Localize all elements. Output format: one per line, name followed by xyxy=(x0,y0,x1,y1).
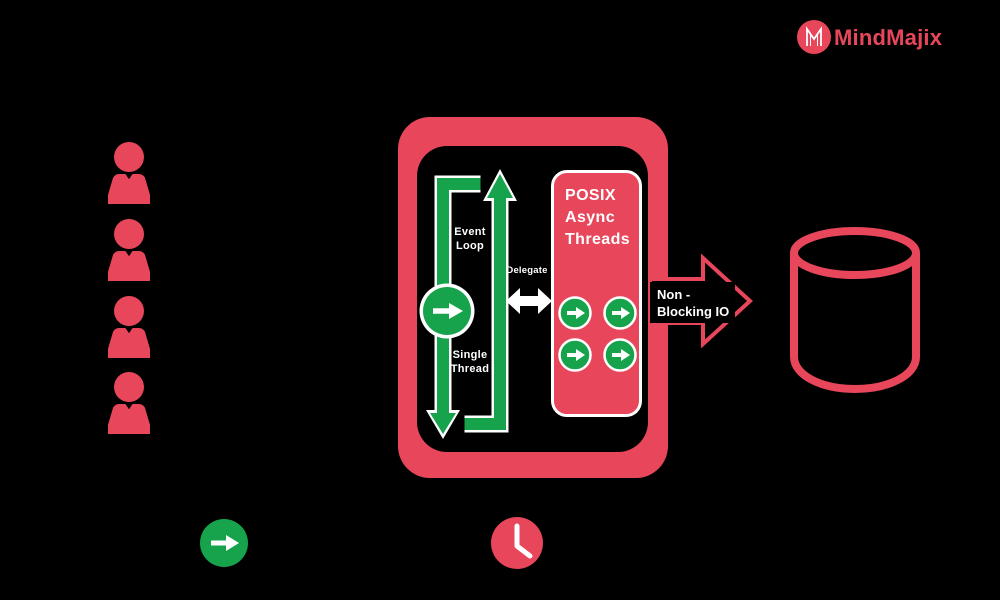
legend-request-icon xyxy=(200,519,248,567)
arrow-right-circle-icon xyxy=(558,296,592,330)
non-blocking-io-label-box: Non - Blocking IO xyxy=(650,282,735,323)
event-loop-arrow-up-icon xyxy=(464,198,506,430)
non-blocking-io-label: Non - Blocking IO xyxy=(657,286,730,319)
worker-threads-group xyxy=(558,296,637,372)
event-loop-label: Event Loop xyxy=(454,226,486,252)
delegate-double-arrow-icon xyxy=(506,288,552,314)
posix-threads-title: POSIX Async Threads xyxy=(565,187,631,248)
mindmajix-logo xyxy=(797,20,831,54)
event-loop-cycle-icon xyxy=(419,169,552,439)
arrow-right-circle-icon xyxy=(603,338,637,372)
single-thread-label: Single Thread xyxy=(450,349,490,375)
delegate-label: Delegate xyxy=(506,265,548,276)
mindmajix-m-icon xyxy=(806,26,822,46)
database-cylinder-icon xyxy=(790,227,920,394)
arrow-right-circle-icon xyxy=(558,338,592,372)
user-icon xyxy=(108,372,150,434)
arrow-right-circle-icon xyxy=(603,296,637,330)
user-icon xyxy=(108,296,150,358)
legend-clock-icon xyxy=(491,517,543,569)
user-icon xyxy=(108,142,150,204)
user-icon xyxy=(108,219,150,281)
arrow-right-circle-icon xyxy=(419,283,475,339)
brand-text: MindMajix xyxy=(834,25,943,50)
posix-threads-box: POSIX Async Threads xyxy=(551,170,642,417)
